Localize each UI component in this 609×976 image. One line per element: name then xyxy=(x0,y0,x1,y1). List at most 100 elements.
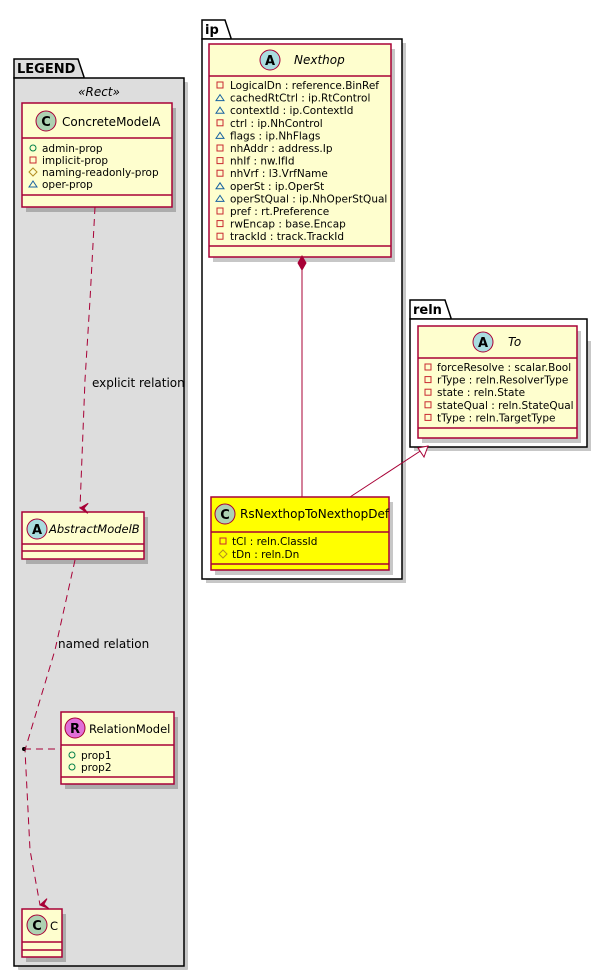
attribute-text: flags : ip.NhFlags xyxy=(230,130,320,142)
class-kind-glyph: C xyxy=(32,919,42,934)
attribute-text: trackId : track.TrackId xyxy=(230,231,344,243)
class-concrete-model-a[interactable]: C ConcreteModelA admin-prop implicit-pro… xyxy=(21,102,176,212)
attribute-row: stateQual : reln.StateQual xyxy=(424,400,574,412)
relation-inheritance xyxy=(349,445,429,498)
attribute-row: nhAddr : address.Ip xyxy=(216,143,333,155)
attribute-text: tDn : reln.Dn xyxy=(232,549,299,561)
visibility-private-icon xyxy=(424,413,432,421)
relation-label: named relation xyxy=(58,637,149,651)
relation-named: named relation xyxy=(22,559,149,909)
class-name: RelationModel xyxy=(89,722,170,736)
attribute-text: prop2 xyxy=(81,762,112,774)
attribute-list: admin-prop implicit-prop naming-readonly… xyxy=(28,143,159,191)
attribute-row: cachedRtCtrl : ip.RtControl xyxy=(215,93,370,105)
class-kind-glyph: C xyxy=(41,115,51,130)
visibility-protected-icon xyxy=(218,549,228,559)
stereotype-label: «Rect» xyxy=(78,85,120,99)
attribute-text: oper-prop xyxy=(42,179,93,191)
attribute-row: operStQual : ip.NhOperStQual xyxy=(215,193,387,205)
class-name: RsNexthopToNexthopDef xyxy=(240,507,390,521)
visibility-private-icon xyxy=(29,156,37,164)
inheritance-edge xyxy=(349,445,429,498)
attribute-text: rType : reln.ResolverType xyxy=(437,375,568,387)
visibility-public-icon xyxy=(68,763,76,771)
attribute-row: nhIf : nw.IfId xyxy=(216,156,295,168)
attribute-row: forceResolve : scalar.Bool xyxy=(424,362,571,374)
class-abstract-model-b[interactable]: A AbstractModelB xyxy=(21,511,148,564)
attribute-text: ctrl : ip.NhControl xyxy=(230,118,323,130)
dashed-arrow-edge xyxy=(79,206,96,514)
attribute-row: LogicalDn : reference.BinRef xyxy=(216,80,379,92)
visibility-private-icon xyxy=(424,388,432,396)
attribute-row: trackId : track.TrackId xyxy=(216,231,344,243)
class-kind-icon xyxy=(259,49,281,71)
visibility-protected-icon xyxy=(28,167,38,177)
attribute-row: admin-prop xyxy=(29,143,103,155)
class-relation-model[interactable]: R RelationModel prop1 prop2 xyxy=(60,711,178,789)
class-name: C xyxy=(50,919,58,933)
visibility-private-icon xyxy=(424,401,432,409)
visibility-private-icon xyxy=(424,376,432,384)
visibility-private-icon xyxy=(216,81,224,89)
attribute-list: LogicalDn : reference.BinRefcachedRtCtrl… xyxy=(215,80,387,243)
attribute-text: rwEncap : base.Encap xyxy=(230,219,346,231)
package-title: reln xyxy=(413,303,442,318)
visibility-package-icon xyxy=(215,131,225,139)
visibility-package-icon xyxy=(215,181,225,190)
attribute-text: prop1 xyxy=(81,750,112,762)
class-kind-icon xyxy=(26,914,48,936)
attribute-text: tCl : reln.ClassId xyxy=(232,536,317,548)
class-kind-icon xyxy=(26,518,48,540)
visibility-package-icon xyxy=(28,180,38,188)
class-rs-nexthop-to-nexthop-def[interactable]: C RsNexthopToNexthopDef tCl : reln.Class… xyxy=(210,496,393,575)
package-title: ip xyxy=(205,23,219,38)
class-kind-icon xyxy=(35,110,57,132)
visibility-private-icon xyxy=(216,119,224,127)
attribute-row: operSt : ip.OperSt xyxy=(215,181,324,193)
attribute-text: admin-prop xyxy=(42,143,103,155)
attribute-text: tType : reln.TargetType xyxy=(437,412,556,424)
attribute-text: nhAddr : address.Ip xyxy=(230,143,333,155)
visibility-package-icon xyxy=(215,194,225,202)
class-kind-icon xyxy=(214,503,236,525)
attribute-text: pref : rt.Preference xyxy=(230,206,329,218)
attribute-text: operStQual : ip.NhOperStQual xyxy=(230,193,387,205)
class-kind-glyph: C xyxy=(220,508,230,523)
visibility-private-icon xyxy=(216,157,224,165)
attribute-row: implicit-prop xyxy=(29,155,108,167)
attribute-row: naming-readonly-prop xyxy=(28,167,159,179)
relation-explicit: explicit relation xyxy=(79,206,185,514)
attribute-text: stateQual : reln.StateQual xyxy=(437,400,574,412)
visibility-private-icon xyxy=(216,144,224,152)
class-name: AbstractModelB xyxy=(48,522,140,536)
attribute-row: rwEncap : base.Encap xyxy=(216,219,346,231)
attribute-row: nhVrf : l3.VrfName xyxy=(216,168,328,180)
class-kind-glyph: A xyxy=(478,336,488,351)
class-name: ConcreteModelA xyxy=(62,115,161,129)
attribute-text: naming-readonly-prop xyxy=(42,167,159,179)
attribute-row: tCl : reln.ClassId xyxy=(219,536,317,548)
attribute-row: tDn : reln.Dn xyxy=(218,549,299,561)
attribute-row: ctrl : ip.NhControl xyxy=(216,118,323,130)
attribute-text: contextId : ip.ContextId xyxy=(230,105,353,117)
attribute-text: state : reln.State xyxy=(437,387,525,399)
inheritance-triangle-icon xyxy=(417,445,429,459)
attribute-text: nhIf : nw.IfId xyxy=(230,156,295,168)
visibility-public-icon xyxy=(68,751,76,759)
class-name: Nexthop xyxy=(294,53,345,67)
class-name: To xyxy=(508,335,521,349)
attribute-row: oper-prop xyxy=(28,179,93,191)
attribute-text: nhVrf : l3.VrfName xyxy=(230,168,328,180)
attribute-text: cachedRtCtrl : ip.RtControl xyxy=(230,93,370,105)
class-kind-glyph: A xyxy=(265,54,275,69)
visibility-private-icon xyxy=(216,232,224,240)
class-c[interactable]: C C xyxy=(21,908,66,962)
composition-diamond-icon xyxy=(297,254,307,272)
attribute-row: contextId : ip.ContextId xyxy=(215,105,353,117)
visibility-private-icon xyxy=(219,537,227,545)
class-nexthop[interactable]: A Nexthop LogicalDn : reference.BinRefca… xyxy=(208,43,395,262)
relation-composition xyxy=(297,254,307,497)
attribute-row: prop1 xyxy=(68,750,112,762)
